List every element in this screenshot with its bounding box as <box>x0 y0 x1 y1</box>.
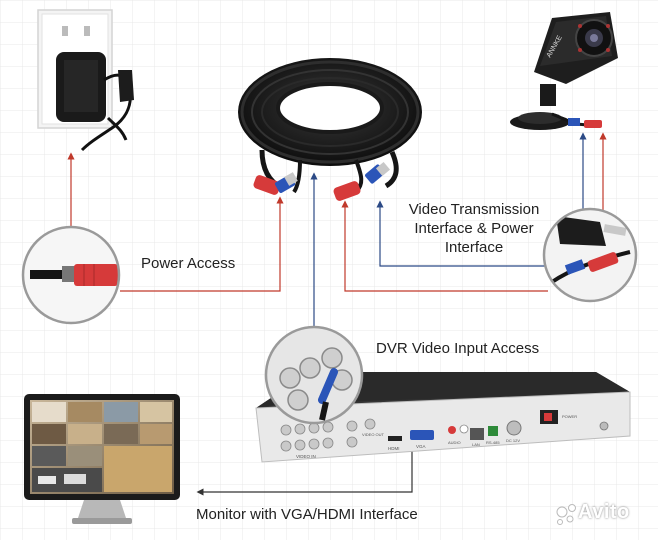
monitor-icon <box>24 394 180 524</box>
port-dc-label: DC 12V <box>506 438 520 443</box>
bnc-connector-icon <box>253 172 298 195</box>
port-vga-label: VGA <box>416 444 426 449</box>
port-lan-label: LAN <box>472 442 480 447</box>
video-label-line1: Video Transmission <box>408 201 540 218</box>
power-adapter-icon <box>56 52 134 152</box>
video-transmission-label: Video Transmission Interface & Power Int… <box>404 200 544 257</box>
port-video-in-label: VIDEO IN <box>296 454 316 459</box>
video-label-line2: Interface & Power <box>414 220 534 237</box>
port-video-out-label: VIDEO OUT <box>362 432 385 437</box>
watermark-text: Avito <box>578 501 630 523</box>
dvr-input-detail <box>264 325 364 425</box>
bnc-connector-detail <box>542 207 638 303</box>
bnc-connector-icon <box>333 161 391 201</box>
port-rs485-label: RS-485 <box>486 440 500 445</box>
port-audio-label: AUDIO <box>448 440 461 445</box>
camera-icon: ANNKE <box>510 12 618 130</box>
port-hdmi-label: HDMI <box>388 446 400 451</box>
video-label-line3: Interface <box>444 239 504 256</box>
power-plug-detail <box>21 225 121 325</box>
coax-cable-icon <box>238 58 422 201</box>
monitor-label: Monitor with VGA/HDMI Interface <box>196 506 418 523</box>
port-power-label: POWER <box>562 414 577 419</box>
dvr-input-label: DVR Video Input Access <box>376 340 540 357</box>
watermark-logo-icon <box>556 504 576 525</box>
power-access-label: Power Access <box>141 255 236 272</box>
